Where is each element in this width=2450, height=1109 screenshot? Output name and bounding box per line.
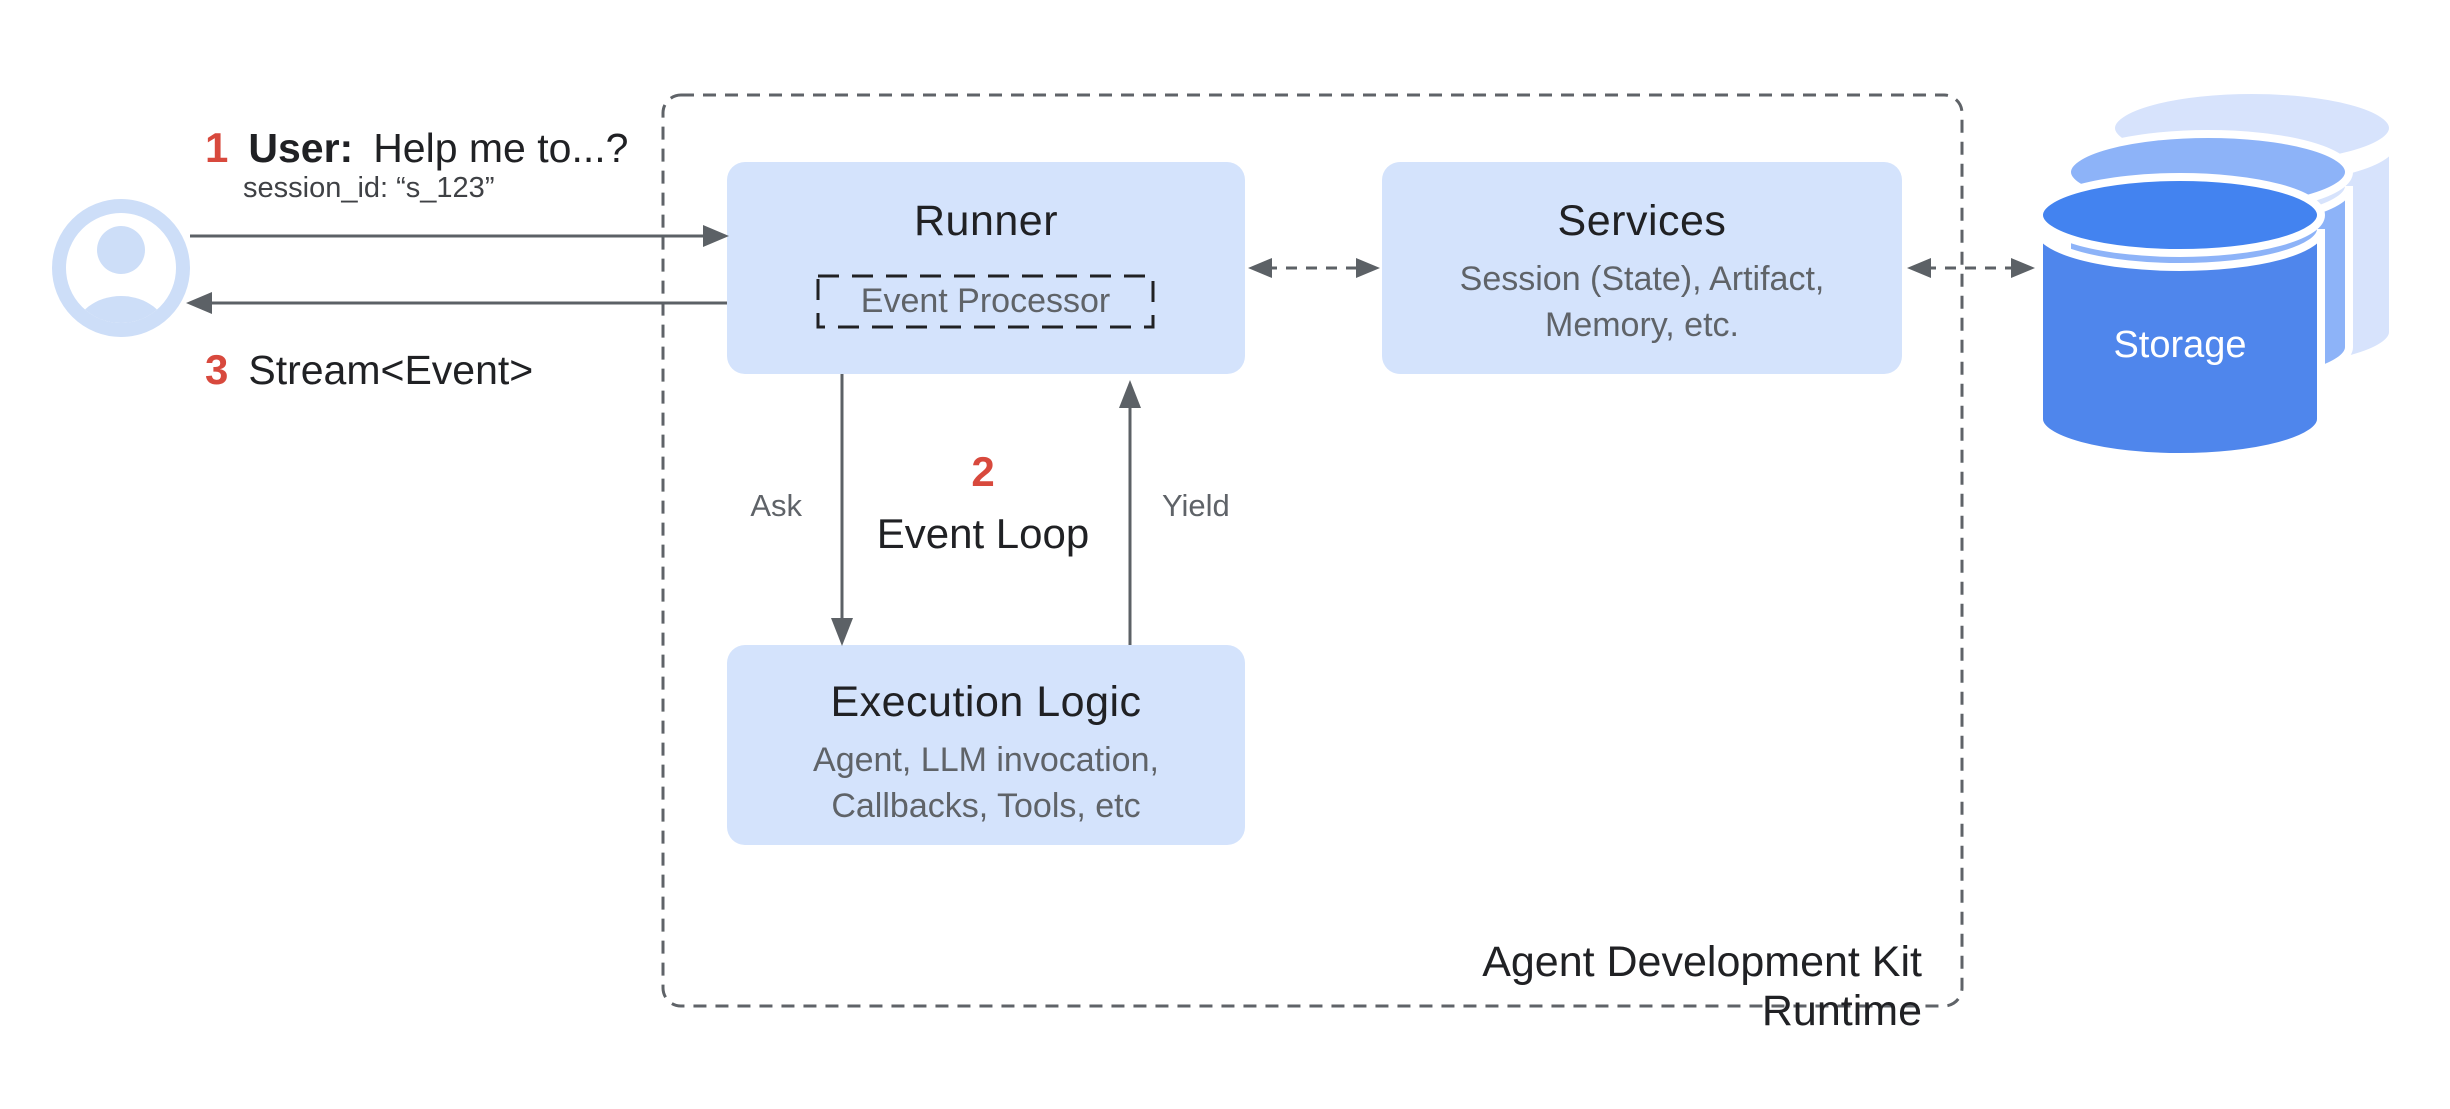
step1-number: 1 — [205, 124, 229, 171]
step3-number: 3 — [205, 346, 229, 393]
execution-logic-subtitle: Agent, LLM invocation, Callbacks, Tools,… — [813, 741, 1159, 825]
step3-message: 3 Stream<Event> — [205, 346, 533, 394]
event-processor-label: Event Processor — [860, 282, 1111, 320]
event-loop-label-group: 2 Event Loop — [833, 448, 1133, 558]
services-box: Services Session (State), Artifact, Memo… — [1382, 162, 1902, 374]
event-loop-label: Event Loop — [876, 510, 1090, 557]
ask-label: Ask — [750, 488, 802, 523]
execution-logic-title: Execution Logic — [830, 678, 1142, 726]
request-arrow — [190, 225, 729, 247]
runner-box: Runner — [727, 162, 1245, 374]
storage-icon — [2035, 86, 2397, 461]
services-subtitle: Session (State), Artifact, Memory, etc. — [1459, 260, 1825, 344]
yield-label: Yield — [1162, 488, 1230, 523]
runner-title: Runner — [913, 197, 1059, 245]
runtime-container-label: Agent Development Kit Runtime — [1482, 938, 1922, 1035]
step1-text: Help me to...? — [373, 125, 629, 171]
runner-services-arrow — [1248, 258, 1380, 278]
execution-logic-box: Execution Logic Agent, LLM invocation, C… — [727, 645, 1245, 845]
user-icon — [52, 199, 190, 337]
storage-label: Storage — [2113, 324, 2247, 366]
step3-text: Stream<Event> — [248, 347, 534, 393]
session-id-line: session_id: “s_123” — [243, 172, 495, 204]
services-title: Services — [1557, 197, 1727, 245]
step1-label: User: — [248, 125, 354, 171]
response-arrow — [186, 292, 727, 314]
services-storage-arrow — [1907, 258, 2035, 278]
step1-message: 1 User: Help me to...? — [205, 124, 628, 172]
event-loop-number: 2 — [971, 448, 995, 495]
